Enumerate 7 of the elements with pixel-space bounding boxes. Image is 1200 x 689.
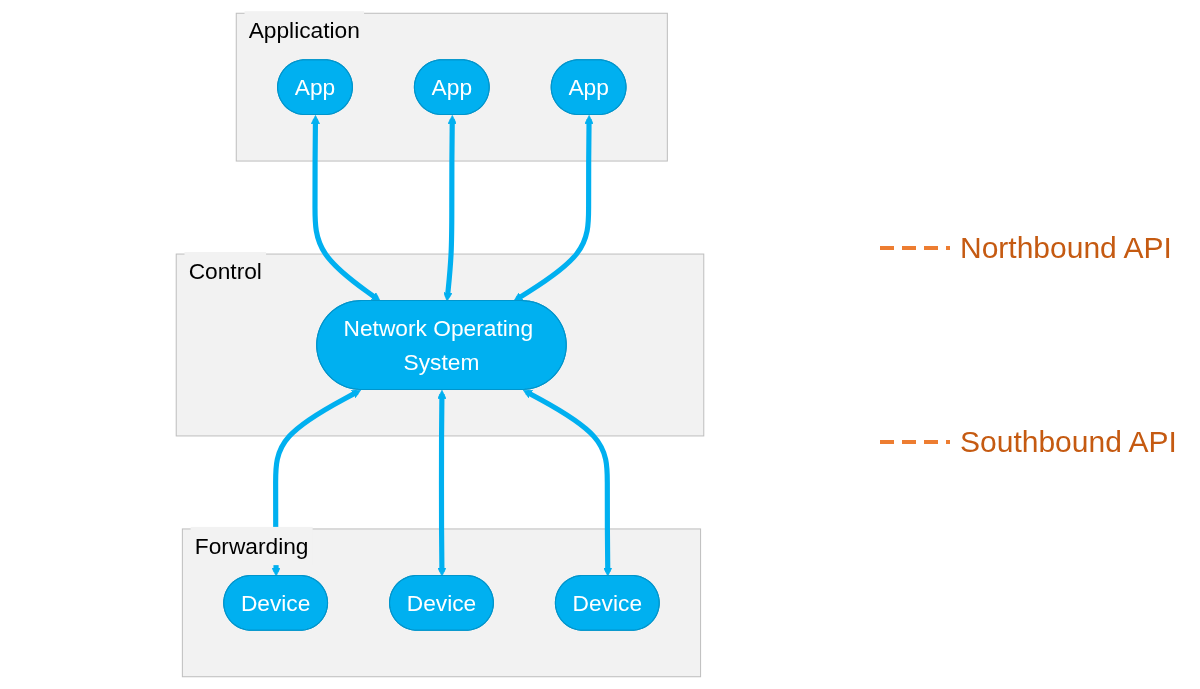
arrow [513,114,594,301]
arrow [437,389,447,576]
arrow [443,114,457,301]
api-boundary-label: Southbound API [960,424,1177,459]
api-boundary-label: Northbound API [960,230,1172,265]
arrow [522,389,613,576]
arrow [310,114,381,301]
